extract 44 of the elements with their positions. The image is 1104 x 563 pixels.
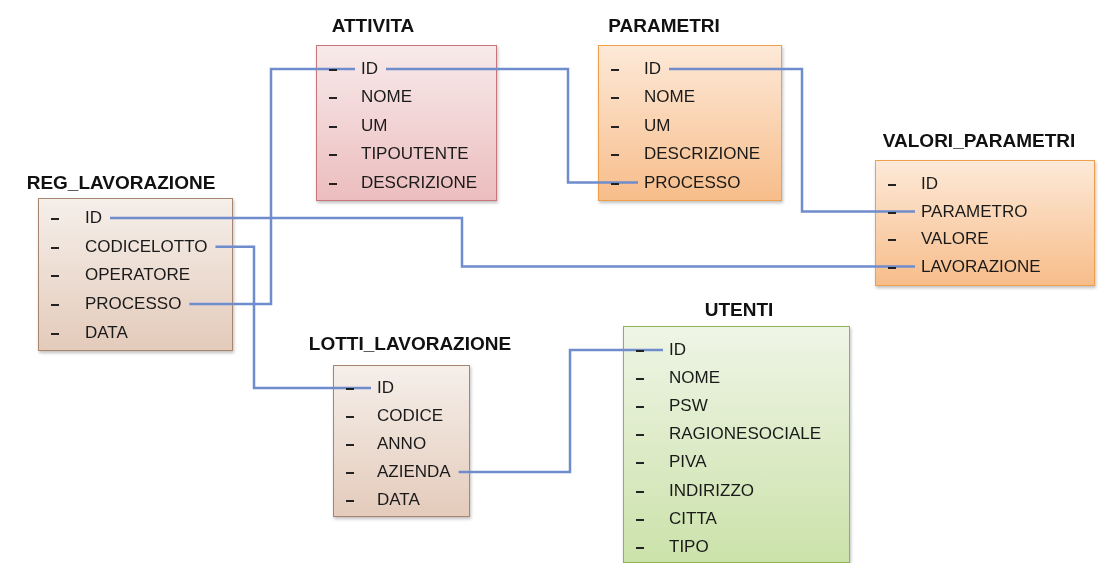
- field-name: PSW: [663, 395, 716, 418]
- field-name: CODICELOTTO: [79, 235, 216, 258]
- field-name: NOME: [638, 86, 703, 109]
- field-name: AZIENDA: [371, 461, 459, 483]
- table-title: LOTTI_LAVORAZIONE: [308, 333, 512, 355]
- table-title: UTENTI: [704, 299, 774, 321]
- table-title: PARAMETRI: [608, 15, 720, 37]
- field-name: NOME: [355, 86, 420, 109]
- field-name: UM: [355, 114, 396, 137]
- field-name: TIPOUTENTE: [355, 143, 477, 166]
- field-name: RAGIONESOCIALE: [663, 423, 830, 446]
- relationship-line: [215, 245, 371, 390]
- relationship-line: [669, 67, 915, 213]
- field-name: OPERATORE: [79, 264, 199, 287]
- field-name: PROCESSO: [79, 293, 190, 316]
- field-name: VALORE: [915, 228, 997, 250]
- field-name: CITTA: [663, 507, 725, 530]
- field-name: ID: [663, 339, 694, 361]
- field-name: UM: [638, 114, 679, 137]
- field-name: ID: [371, 377, 402, 399]
- field-name: INDIRIZZO: [663, 479, 762, 502]
- field-name: CODICE: [371, 405, 452, 427]
- table-title: REG_LAVORAZIONE: [26, 172, 216, 194]
- field-name: DATA: [371, 489, 428, 511]
- field-name: DESCRIZIONE: [355, 171, 486, 194]
- field-name: NOME: [663, 367, 728, 390]
- field-name: ID: [355, 58, 386, 80]
- relationship-line: [110, 216, 915, 268]
- field-name: DATA: [79, 321, 136, 344]
- field-name: DESCRIZIONE: [638, 143, 769, 166]
- field-name: ID: [638, 58, 669, 80]
- field-name: ID: [79, 207, 110, 229]
- field-name: TIPO: [663, 535, 717, 558]
- field-name: LAVORAZIONE: [915, 255, 1049, 278]
- field-name: PARAMETRO: [915, 200, 1036, 223]
- table-title: ATTIVITA: [331, 15, 415, 37]
- table-title: VALORI_PARAMETRI: [882, 130, 1076, 152]
- field-name: PROCESSO: [638, 171, 749, 194]
- field-name: PIVA: [663, 451, 715, 474]
- relationship-line: [458, 348, 663, 474]
- relationship-line: [386, 67, 638, 184]
- relationship-line: [189, 67, 355, 306]
- field-name: ID: [915, 173, 946, 195]
- field-name: ANNO: [371, 433, 435, 455]
